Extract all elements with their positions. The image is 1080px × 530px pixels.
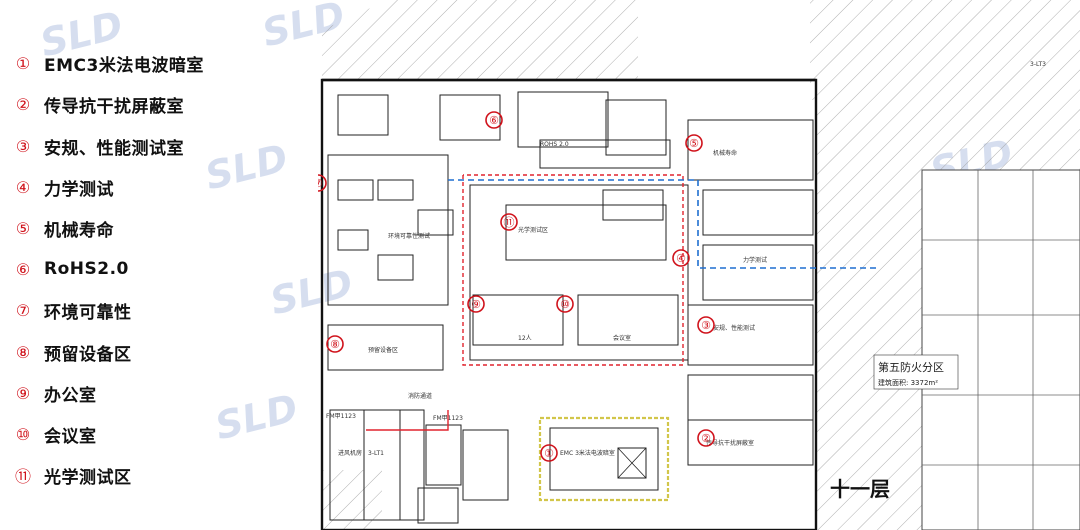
marker-9: ⑨ bbox=[467, 295, 485, 313]
floor-label: 十一层 bbox=[830, 477, 890, 501]
room-label-corridor: 消防通道 bbox=[408, 392, 432, 400]
marker-11: ⑪ bbox=[500, 213, 518, 231]
env-area: 环境可靠性测试 预留设备区 bbox=[327, 154, 454, 371]
legend-item: ③ 安规、性能测试室 bbox=[8, 133, 184, 159]
svg-text:⑥: ⑥ bbox=[489, 114, 499, 127]
legend-number: ⑦ bbox=[15, 300, 31, 320]
fire-zone-area: 建筑面积: 3372m² bbox=[878, 378, 938, 387]
svg-text:⑨: ⑨ bbox=[471, 298, 481, 311]
room-label-mechanics: 力学测试 bbox=[743, 256, 767, 264]
room-label-office: 12人 bbox=[518, 335, 532, 342]
marker-7: ⑦ bbox=[318, 174, 327, 192]
legend-item: ⑩ 会议室 bbox=[8, 421, 97, 447]
legend-number: ④ bbox=[15, 177, 31, 197]
svg-text:⑤: ⑤ bbox=[689, 137, 699, 150]
marker-6: ⑥ bbox=[485, 111, 503, 129]
legend-label: 力学测试 bbox=[44, 179, 114, 200]
legend-item: ⑧ 预留设备区 bbox=[8, 339, 132, 365]
legend-number: ③ bbox=[15, 136, 31, 156]
marker-2: ② bbox=[697, 429, 715, 447]
room-label-stair1: 3-LT1 bbox=[368, 450, 384, 457]
emc-chamber: EMC 3米法电波暗室 bbox=[538, 416, 670, 502]
right-rooms: 机械寿命 力学测试 安规、性能测试 传导抗干扰屏蔽室 bbox=[687, 119, 814, 466]
room-label-meeting: 会议室 bbox=[613, 334, 631, 342]
legend-label: 光学测试区 bbox=[44, 467, 132, 488]
legend-number: ① bbox=[15, 53, 31, 73]
grid-block bbox=[921, 169, 1080, 530]
svg-text:⑧: ⑧ bbox=[330, 338, 340, 351]
legend: ① EMC3米法电波暗室 ② 传导抗干扰屏蔽室 ③ 安规、性能测试室 ④ 力学测… bbox=[0, 0, 320, 530]
legend-number: ⑥ bbox=[15, 259, 31, 279]
svg-text:②: ② bbox=[701, 432, 711, 445]
legend-item: ⑨ 办公室 bbox=[8, 380, 97, 406]
top-rooms: ROHS 2.0 bbox=[337, 91, 671, 169]
legend-label: 会议室 bbox=[44, 426, 97, 447]
fire-zone-box bbox=[873, 354, 959, 390]
marker-8: ⑧ bbox=[326, 335, 344, 353]
marker-3: ③ bbox=[697, 316, 715, 334]
legend-item: ② 传导抗干扰屏蔽室 bbox=[8, 91, 184, 117]
svg-text:④: ④ bbox=[676, 252, 686, 265]
room-label-env: 环境可靠性测试 bbox=[388, 232, 430, 240]
legend-label: 机械寿命 bbox=[44, 220, 114, 241]
fire-zone-title: 第五防火分区 bbox=[878, 360, 944, 374]
legend-label: 预留设备区 bbox=[44, 344, 132, 365]
legend-label: RoHS2.0 bbox=[44, 259, 129, 279]
marker-5: ⑤ bbox=[685, 134, 703, 152]
marker-10: ⑩ bbox=[556, 295, 574, 313]
room-label-mech-life: 机械寿命 bbox=[713, 149, 737, 157]
svg-text:⑪: ⑪ bbox=[504, 216, 515, 229]
room-label-pipe: 进风机房 bbox=[338, 449, 362, 457]
legend-item: ⑥ RoHS2.0 bbox=[8, 256, 129, 282]
legend-item: ⑦ 环境可靠性 bbox=[8, 297, 132, 323]
route-red bbox=[366, 410, 449, 431]
central-hall: 光学测试区 会议室 12人 bbox=[469, 184, 689, 361]
legend-item: ① EMC3米法电波暗室 bbox=[8, 50, 204, 76]
marker-1: ① bbox=[540, 444, 558, 462]
legend-item: ④ 力学测试 bbox=[8, 174, 114, 200]
legend-number: ⑨ bbox=[15, 383, 31, 403]
room-label-optical: 光学测试区 bbox=[518, 226, 548, 234]
legend-label: 安规、性能测试室 bbox=[44, 138, 184, 159]
marker-4: ④ bbox=[672, 249, 690, 267]
legend-number: ⑤ bbox=[15, 218, 31, 238]
legend-label: 环境可靠性 bbox=[44, 302, 132, 323]
room-label-emc: EMC 3米法电波暗室 bbox=[560, 449, 615, 457]
room-label-fm1: FM甲1123 bbox=[326, 413, 356, 420]
legend-item: ⑤ 机械寿命 bbox=[8, 215, 114, 241]
room-label-stair2: 3-LT3 bbox=[1030, 61, 1046, 68]
route-red bbox=[462, 174, 684, 366]
legend-number: ② bbox=[15, 94, 31, 114]
legend-number: ⑪ bbox=[14, 467, 31, 486]
svg-text:⑦: ⑦ bbox=[318, 177, 323, 190]
legend-label: 传导抗干扰屏蔽室 bbox=[44, 96, 184, 117]
svg-text:①: ① bbox=[544, 447, 554, 460]
room-label-reserved: 预留设备区 bbox=[368, 346, 398, 354]
legend-label: 办公室 bbox=[44, 385, 97, 406]
route-blue bbox=[448, 179, 878, 269]
hatched-zone bbox=[322, 0, 638, 80]
hatched-zone bbox=[322, 470, 382, 530]
legend-number: ⑧ bbox=[15, 342, 31, 362]
room-label-conducted: 传导抗干扰屏蔽室 bbox=[706, 439, 754, 447]
legend-number: ⑩ bbox=[15, 424, 31, 444]
floor-plan: ROHS 2.0 环境可靠性测试 预留设备区 光学测试区 会议室 12人 机械寿… bbox=[318, 0, 1080, 530]
room-label-safety: 安规、性能测试 bbox=[713, 324, 755, 332]
svg-text:⑩: ⑩ bbox=[560, 298, 570, 311]
hatched-zone bbox=[810, 0, 1080, 100]
room-label-rohs: ROHS 2.0 bbox=[540, 141, 569, 148]
svg-text:③: ③ bbox=[701, 319, 711, 332]
legend-item: ⑪ 光学测试区 bbox=[8, 462, 132, 488]
legend-label: EMC3米法电波暗室 bbox=[44, 55, 204, 76]
